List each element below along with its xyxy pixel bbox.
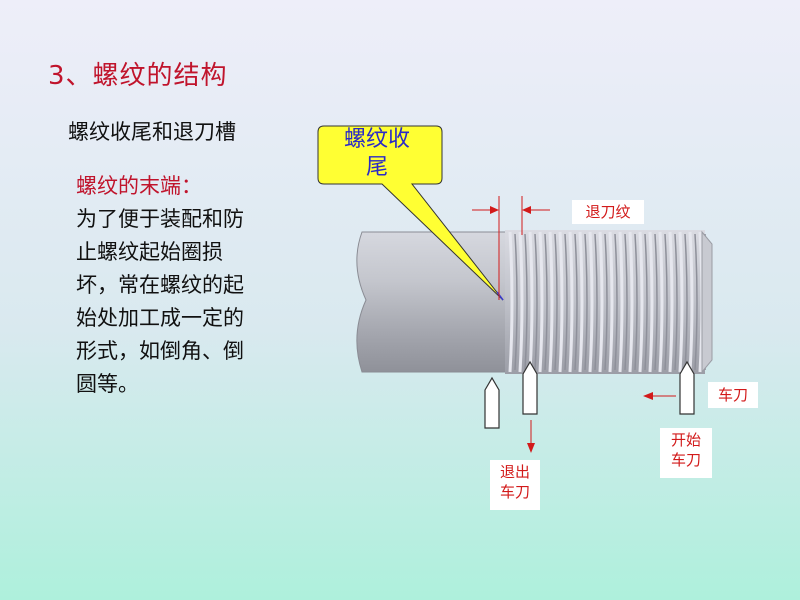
section-subtitle: 螺纹收尾和退刀槽 bbox=[68, 120, 236, 144]
description-text: 螺纹的末端： 为了便于装配和防止螺纹起始圈损坏，常在螺纹的起始处加工成一定的形式… bbox=[76, 170, 276, 401]
thread-root bbox=[524, 233, 528, 371]
thread-crest bbox=[668, 231, 674, 373]
thread-root bbox=[634, 233, 638, 371]
thread-root bbox=[564, 233, 568, 371]
callout-pointer-tip bbox=[496, 291, 504, 301]
thread-crest bbox=[518, 231, 524, 373]
description-lead: 螺纹的末端： bbox=[76, 174, 202, 198]
callout-bubble bbox=[317, 125, 504, 301]
tool-retract bbox=[522, 360, 538, 415]
thread-crest bbox=[508, 231, 514, 373]
thread-root bbox=[694, 233, 698, 371]
thread-root bbox=[574, 233, 578, 371]
tool-start bbox=[679, 360, 695, 415]
thread-crest bbox=[528, 231, 534, 373]
thread-crest bbox=[648, 231, 654, 373]
retract-tool-label-line2: 车刀 bbox=[499, 483, 530, 501]
description-body: 为了便于装配和防止螺纹起始圈损坏，常在螺纹的起始处加工成一定的形式，如倒角、倒圆… bbox=[76, 207, 244, 396]
thread-crest bbox=[638, 231, 644, 373]
retract-arrow-head bbox=[527, 443, 535, 453]
thread-crest bbox=[618, 231, 624, 373]
start-tool-label-line2: 车刀 bbox=[670, 451, 701, 469]
chamfer-end bbox=[701, 230, 713, 374]
thread-crest bbox=[538, 231, 544, 373]
tool-label: 车刀 bbox=[708, 382, 758, 408]
thread-root bbox=[604, 233, 608, 371]
thread-crest bbox=[578, 231, 584, 373]
thread-crest bbox=[678, 231, 684, 373]
thread-root bbox=[654, 233, 658, 371]
thread-root bbox=[624, 233, 628, 371]
thread-root bbox=[664, 233, 668, 371]
thread-root bbox=[594, 233, 598, 371]
page-title: 3、螺纹的结构 bbox=[48, 61, 228, 91]
thread-runout-label: 退刀纹 bbox=[572, 200, 644, 224]
thread-crest bbox=[608, 231, 614, 373]
thread-root bbox=[674, 233, 678, 371]
callout-label-line1: 螺纹收 bbox=[343, 127, 410, 152]
thread-root bbox=[554, 233, 558, 371]
thread-root bbox=[584, 233, 588, 371]
thread-crest bbox=[588, 231, 594, 373]
start-tool-label: 开始 车刀 bbox=[660, 428, 712, 478]
threaded-section bbox=[505, 230, 705, 374]
thread-root bbox=[644, 233, 648, 371]
tool-left bbox=[484, 376, 500, 429]
callout-label-line2: 尾 bbox=[365, 155, 388, 180]
start-tool-label-line1: 开始 bbox=[670, 431, 701, 449]
thread-root bbox=[514, 233, 518, 371]
thread-root bbox=[614, 233, 618, 371]
thread-crest bbox=[558, 231, 564, 373]
runout-arrowhead-left bbox=[490, 206, 499, 214]
thread-crest bbox=[598, 231, 604, 373]
thread-root bbox=[534, 233, 538, 371]
thread-crest bbox=[548, 231, 554, 373]
shaft-body bbox=[356, 231, 509, 373]
thread-crest bbox=[628, 231, 634, 373]
thread-crest bbox=[658, 231, 664, 373]
thread-root bbox=[684, 233, 688, 371]
thread-crest bbox=[568, 231, 574, 373]
retract-tool-label: 退出 车刀 bbox=[490, 460, 540, 510]
thread-crests bbox=[508, 231, 708, 373]
thread-root bbox=[544, 233, 548, 371]
callout-label: 螺纹收 尾 bbox=[316, 126, 438, 182]
thread-crest bbox=[688, 231, 694, 373]
feed-arrow-head bbox=[643, 392, 653, 400]
runout-arrowhead-right bbox=[522, 206, 531, 214]
retract-tool-label-line1: 退出 bbox=[499, 463, 530, 481]
